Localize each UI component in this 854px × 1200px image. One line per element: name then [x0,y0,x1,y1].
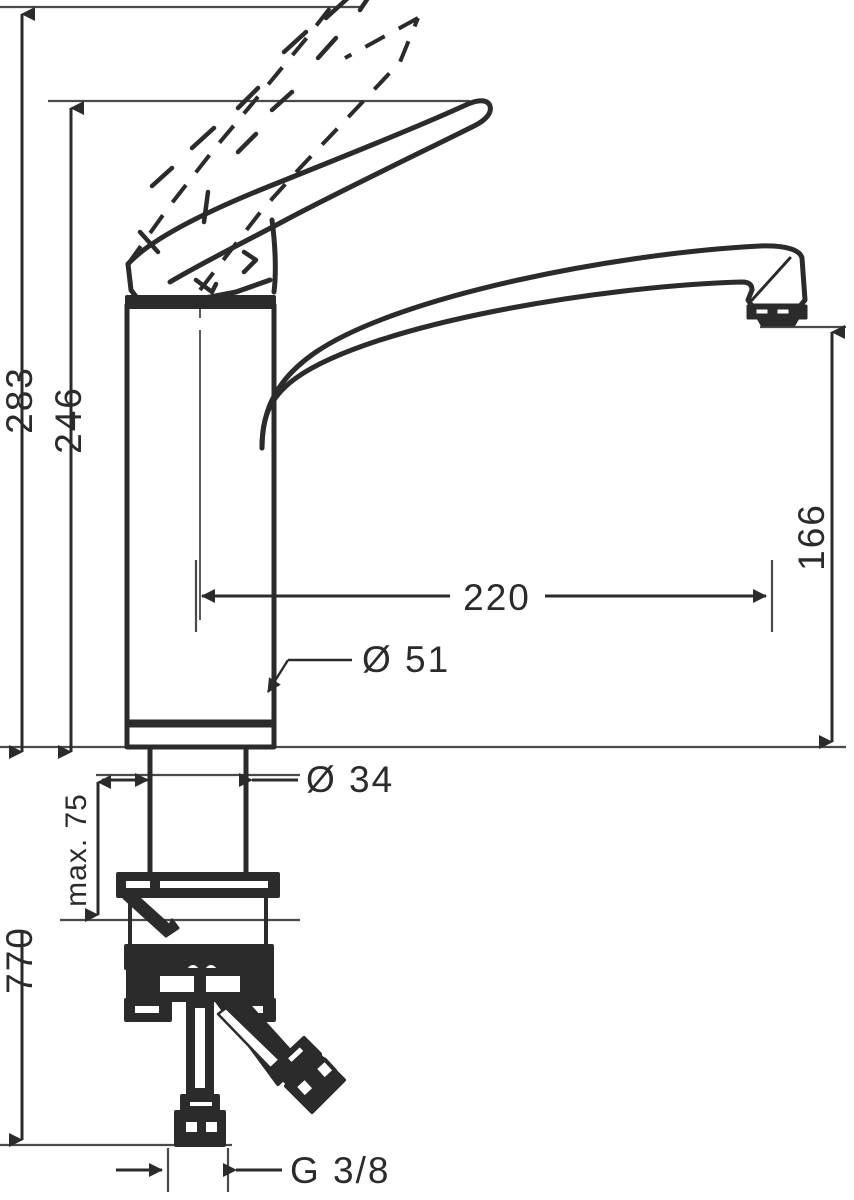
dimension-220: 220 [201,577,767,618]
dimension-g38-label: G 3/8 [290,1150,391,1191]
dimension-g38: G 3/8 [116,1150,391,1191]
connection-block [126,962,274,1002]
spout-arm [259,243,808,451]
dimension-166-label: 166 [791,503,832,571]
faucet-body-column [124,302,277,750]
dimension-246: 246 [48,101,89,759]
dimension-770: 770 [0,926,40,1147]
dimension-diameter-34-label: Ø 34 [306,759,394,800]
faucet-drawing [116,0,808,1147]
lever-highlight-hatching [137,0,370,295]
dimension-diameter-34: Ø 34 [102,759,394,800]
dimension-283: 283 [0,7,40,759]
clamp-plate [116,872,280,938]
lever-raised-dashed-outline [126,6,420,292]
supply-hose-angled [214,998,346,1114]
aerator [746,304,808,327]
dimension-246-label: 246 [48,386,89,454]
dimension-770-label: 770 [0,926,40,994]
clamp-legs [128,894,268,950]
dimension-220-label: 220 [463,577,531,618]
dimension-max-75: max. 75 [60,775,111,922]
dimension-max-75-label: max. 75 [60,793,93,907]
dimension-diameter-51: Ø 51 [266,639,450,693]
dimension-diameter-51-label: Ø 51 [362,639,450,680]
dimension-166: 166 [791,325,845,749]
supply-hose-vertical [174,998,226,1147]
dimension-283-label: 283 [0,366,40,434]
